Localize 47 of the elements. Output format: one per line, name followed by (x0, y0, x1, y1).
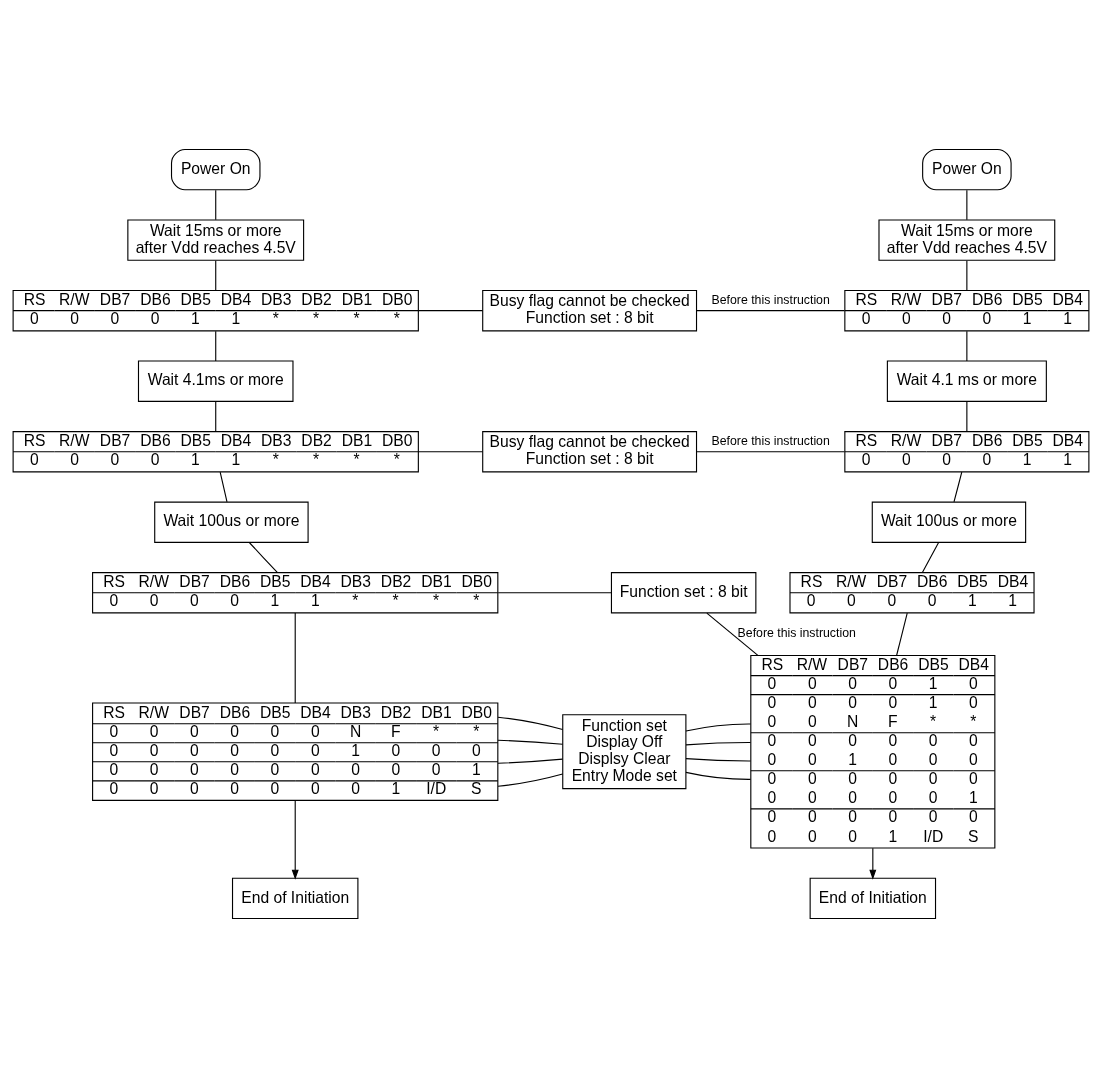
connector (215, 400, 217, 432)
edge-label: Before this instruction (737, 625, 856, 640)
connector (966, 259, 968, 291)
node-box: Wait 100us or more (154, 501, 309, 543)
node-box: Wait 4.1ms or more (137, 360, 294, 402)
edge-label: Before this instruction (711, 433, 830, 448)
connector (219, 471, 228, 502)
connector (497, 772, 564, 787)
arrow (869, 847, 877, 880)
connector (896, 612, 908, 656)
node-box: End of Initiation (809, 877, 937, 919)
node-box: Function set : 8 bit (610, 571, 757, 613)
connector (215, 189, 217, 220)
connector (497, 591, 612, 593)
node-box: Wait 15ms or more after Vdd reaches 4.5V (878, 218, 1056, 261)
edge-label: Before this instruction (711, 292, 830, 307)
connector (685, 757, 752, 761)
connector (294, 612, 296, 703)
node-box: Function set Display Off Displsy Clear Entry Mode set (562, 713, 687, 789)
connector (497, 758, 564, 764)
connector (215, 330, 217, 361)
connector (921, 541, 940, 573)
arrow (291, 799, 299, 880)
connector (966, 330, 968, 361)
connector (685, 741, 752, 745)
connector (497, 739, 564, 745)
node-box: Wait 4.1 ms or more (886, 360, 1047, 402)
connector (966, 400, 968, 432)
connector (497, 716, 564, 730)
connector (215, 259, 217, 291)
node-box: Wait 100us or more (871, 501, 1027, 543)
connector (966, 189, 968, 220)
connector (706, 612, 759, 656)
node-box: Power On (922, 148, 1012, 190)
connector (248, 541, 278, 573)
connector (696, 450, 846, 452)
node-box: Power On (170, 148, 261, 190)
node-box: Wait 15ms or more after Vdd reaches 4.5V (127, 218, 305, 261)
connector (953, 471, 963, 502)
connector (417, 309, 484, 311)
connector (696, 309, 846, 311)
connector (685, 771, 752, 780)
node-box: End of Initiation (231, 877, 359, 919)
node-box: Busy flag cannot be checked Function set : 8 bit (482, 289, 698, 331)
node-box: Busy flag cannot be checked Function set : 8 bit (482, 430, 698, 472)
connector (685, 722, 752, 732)
connector (417, 450, 484, 452)
